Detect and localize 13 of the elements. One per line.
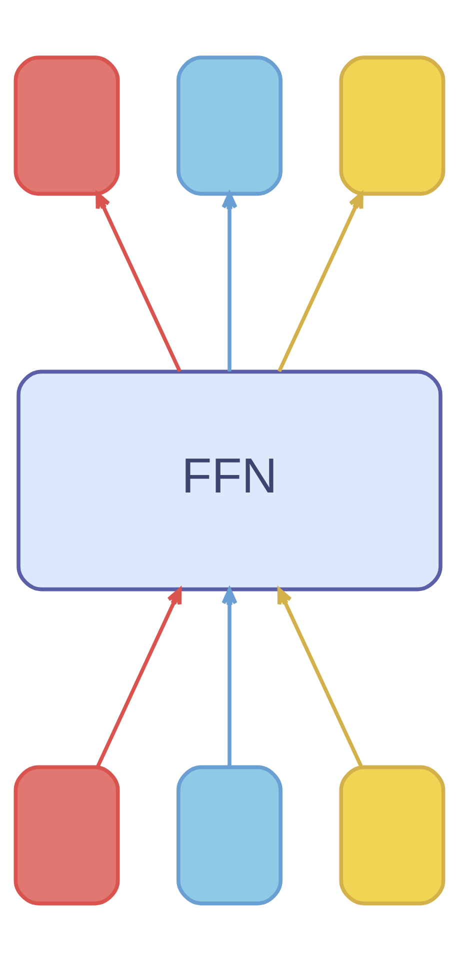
node-box (176, 56, 282, 196)
node-box: FFN (16, 370, 442, 592)
arrow (277, 588, 363, 768)
node-box (176, 765, 282, 906)
arrow (222, 588, 238, 767)
node-box (339, 765, 446, 906)
node-box (339, 56, 446, 196)
arrow (96, 588, 182, 768)
arrow (222, 192, 238, 372)
node-box (14, 765, 120, 906)
arrow (96, 192, 182, 372)
node-box (14, 56, 120, 196)
arrow (278, 192, 364, 372)
